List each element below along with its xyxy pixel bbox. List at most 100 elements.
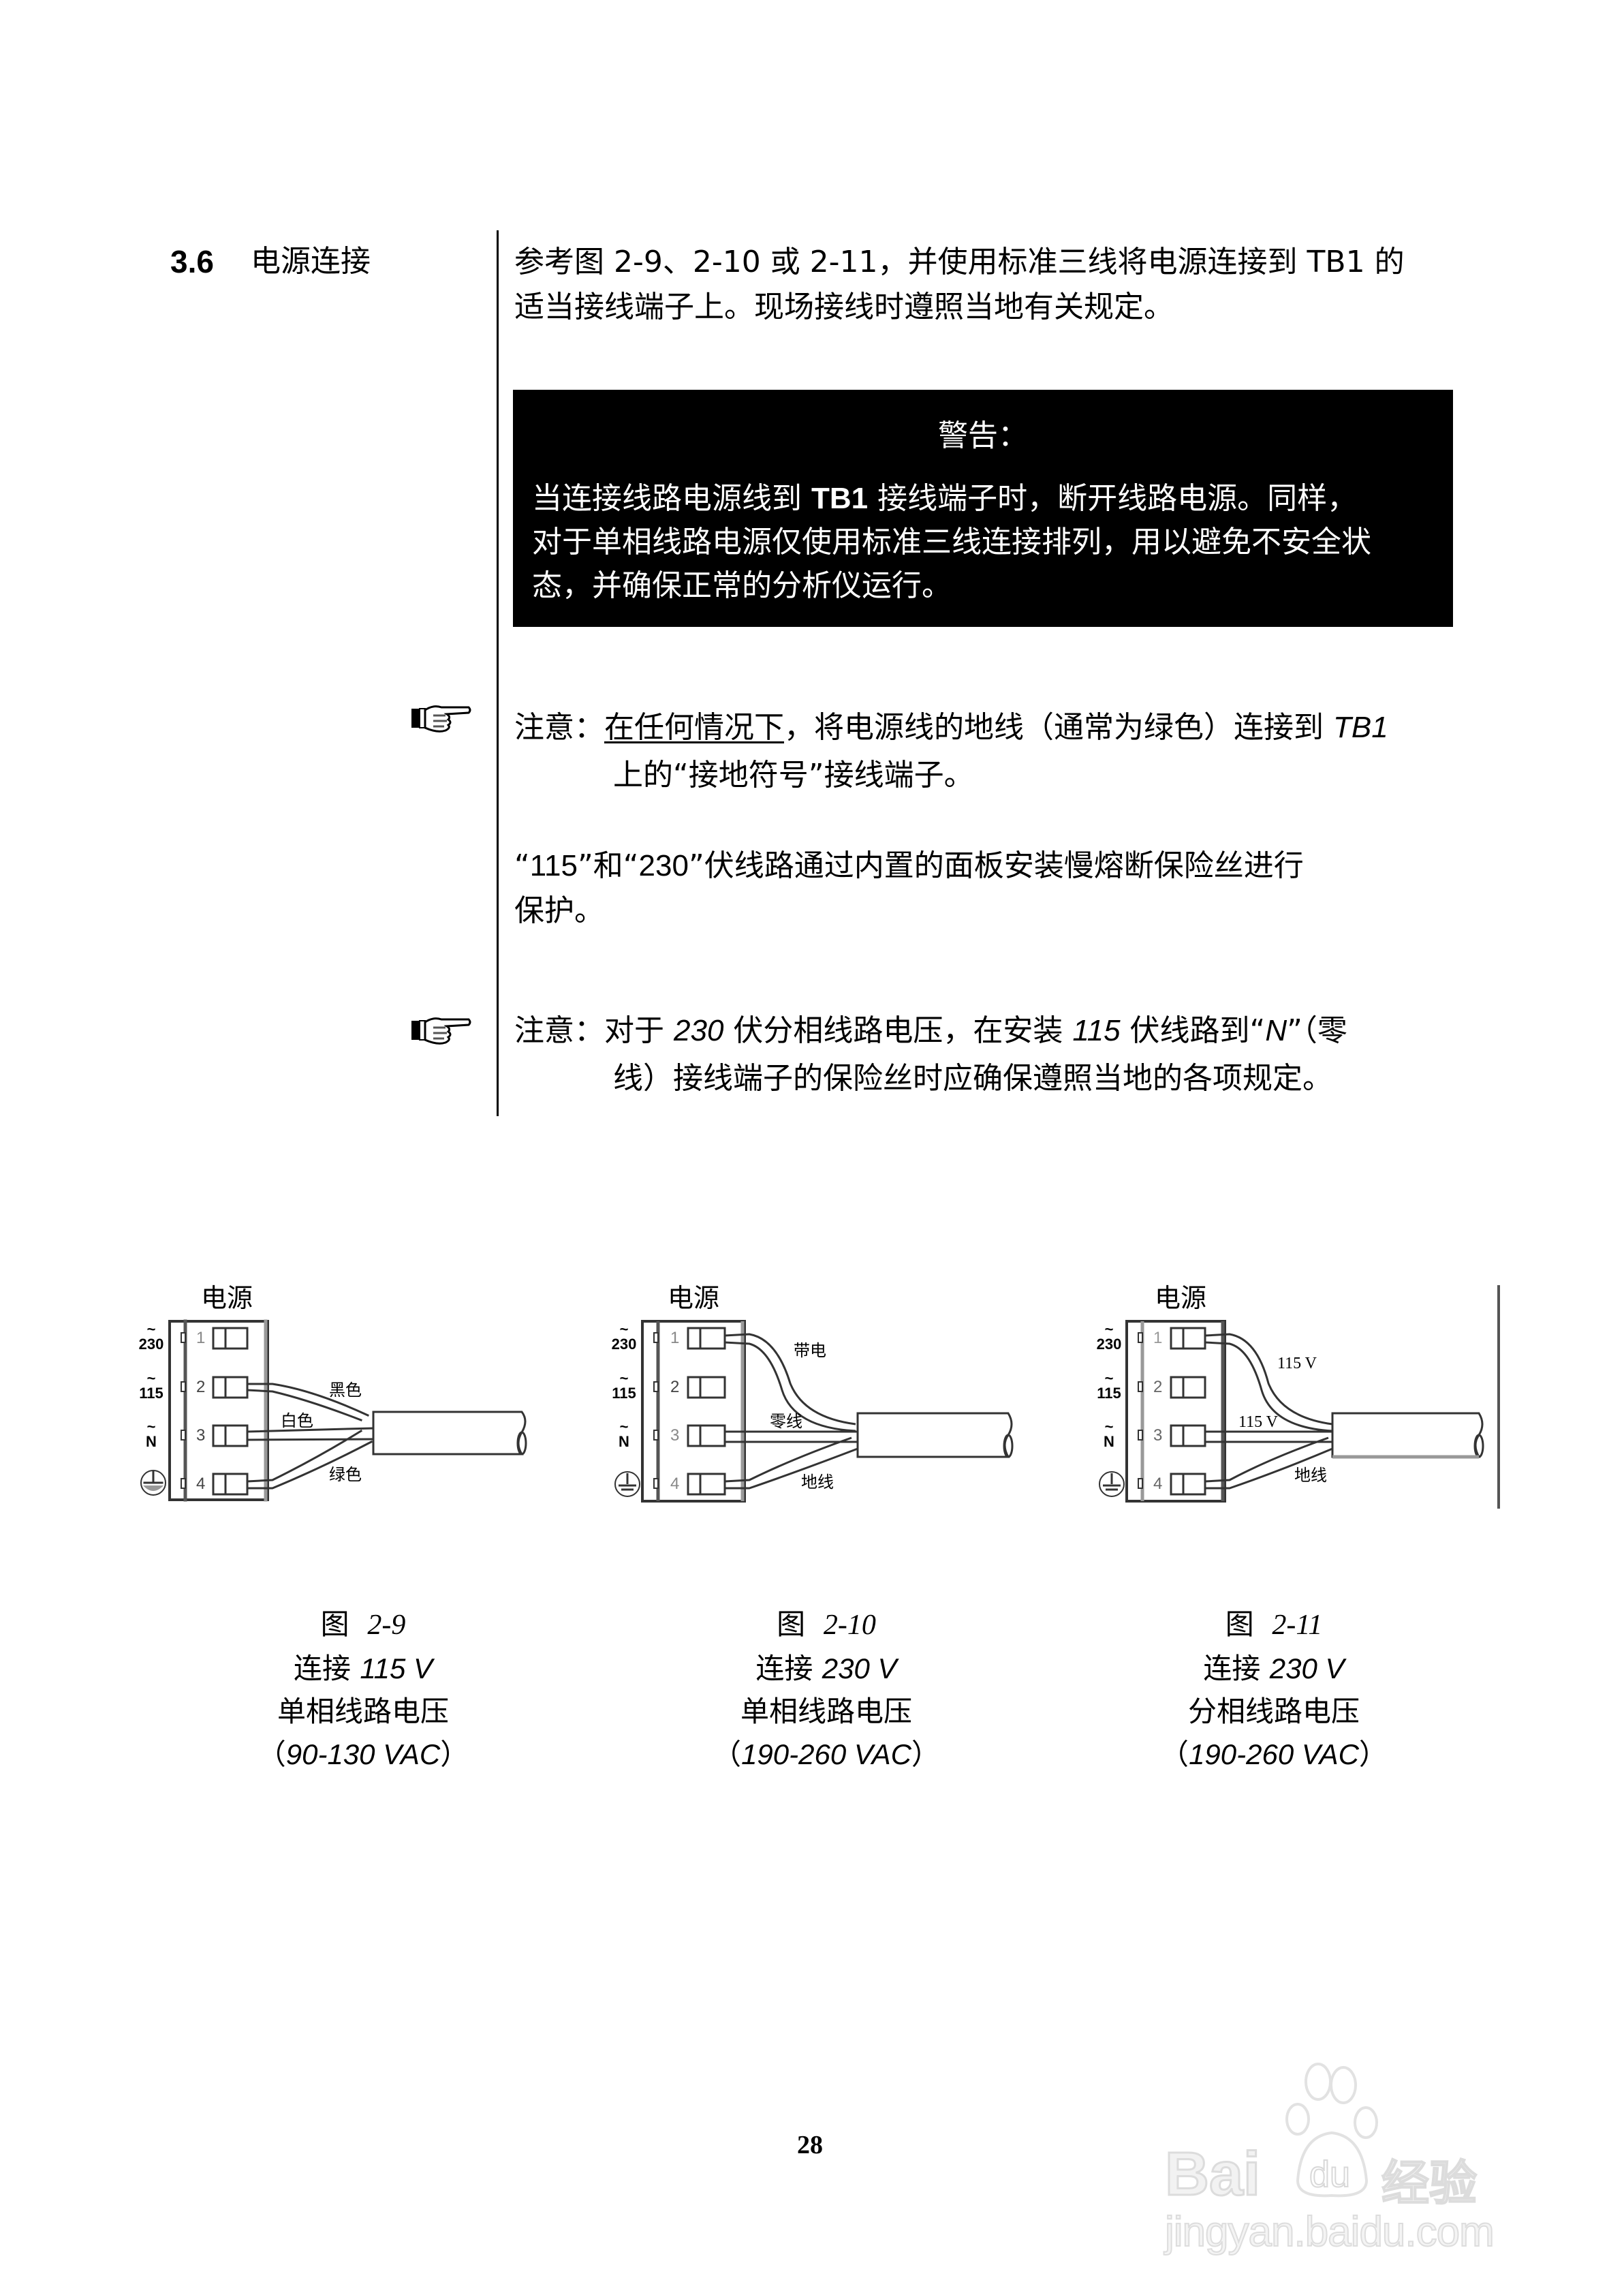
figure-number: 2-11: [1272, 1609, 1323, 1641]
caption-text: 连接: [755, 1652, 813, 1685]
paren: ）: [1358, 1738, 1388, 1771]
intro-line-2: 适当接线端子上。现场接线时遵照当地有关规定。: [514, 290, 1174, 324]
caption-voltage: 230 V: [822, 1652, 897, 1684]
wire-label-ground: 地线: [801, 1473, 834, 1492]
baidu-watermark: Bai du 经验 jingyan.baidu.com: [1164, 2044, 1533, 2269]
paren: （: [1160, 1738, 1189, 1771]
symbol-label: N: [146, 1433, 157, 1450]
caption-text: 连接: [1203, 1652, 1261, 1685]
page-number: 28: [797, 2131, 823, 2159]
note-tb1: TB1: [1333, 711, 1388, 744]
caption-range: （90-130 VAC）: [159, 1733, 567, 1776]
warning-box: 警告： 当连接线路电源线到 TB1 接线端子时，断开线路电源。同样， 对于单相线…: [513, 390, 1453, 627]
symbol-115: ~115: [1097, 1370, 1121, 1402]
wire-label-115v-lower: 115 V: [1238, 1413, 1279, 1431]
watermark-url: jingyan.baidu.com: [1164, 2208, 1495, 2256]
note-1-emphasis: 在任何情况下: [604, 710, 784, 745]
symbol-label: 115: [1097, 1385, 1121, 1402]
terminal-number: 1: [670, 1329, 680, 1347]
voltage-230: 230: [638, 849, 689, 882]
terminal-number: 3: [1153, 1426, 1163, 1445]
note-text: 伏线路到“: [1120, 1013, 1266, 1048]
symbol-230: ~230: [1096, 1321, 1122, 1353]
note-1-line-1: 注意：在任何情况下，将电源线的地线（通常为绿色）连接到 TB1: [514, 704, 1388, 752]
caption-connection: 连接 230 V: [622, 1647, 1031, 1690]
warning-line-1: 当连接线路电源线到 TB1 接线端子时，断开线路电源。同样，: [532, 477, 1445, 521]
voltage-range: 90-130 VAC: [285, 1738, 441, 1770]
note-text: ，将电源线的地线（通常为绿色）连接到: [784, 710, 1333, 745]
note-2-line-2: 线）接线端子的保险丝时应确保遵照当地的各项规定。: [613, 1061, 1332, 1096]
symbol-label: 230: [138, 1336, 164, 1353]
symbol-115: ~115: [612, 1370, 636, 1402]
warning-tb1: TB1: [811, 482, 869, 515]
margin-rule: [497, 230, 499, 1116]
fuse-paragraph: “115”和“230”伏线路通过内置的面板安装慢熔断保险丝进行 保护。: [514, 844, 1461, 934]
wire-label-115v-upper: 115 V: [1277, 1355, 1317, 1372]
caption-prefix: 图: [1225, 1607, 1254, 1641]
caption-title: 图 2-9: [159, 1603, 567, 1647]
caption-title: 图 2-10: [622, 1603, 1031, 1647]
paren: ）: [911, 1738, 940, 1771]
note-text: 对于: [604, 1013, 674, 1048]
section-number: 3.6: [170, 244, 214, 279]
intro-paragraph: 参考图 2-9、2-10 或 2-11，并使用标准三线将电源连接到 TB1 的 …: [514, 240, 1461, 330]
wiring-diagram-2-9: 电源 ~230 ~115 ~N 1 2 3 4 黑色 白色 绿色: [136, 1274, 545, 1526]
section-title: 电源连接: [251, 244, 371, 279]
voltage-115: 115: [1072, 1014, 1121, 1047]
caption-2-10: 图 2-10 连接 230 V 单相线路电压 （190-260 VAC）: [622, 1603, 1031, 1776]
warning-title: 警告：: [938, 418, 1028, 453]
caption-prefix: 图: [777, 1607, 806, 1641]
wire-label-ground: 地线: [1294, 1466, 1327, 1485]
voltage-115: 115: [529, 849, 578, 882]
watermark-du: du: [1309, 2153, 1351, 2196]
note-text: 伏分相线路电压，在安装: [723, 1013, 1073, 1048]
terminal-number: 1: [1153, 1329, 1163, 1347]
terminal-number: 2: [196, 1378, 206, 1396]
warning-line-2: 对于单相线路电源仅使用标准三线连接排列，用以避免不安全状: [532, 525, 1371, 559]
paren: （: [713, 1738, 742, 1771]
pointing-hand-icon: [410, 702, 473, 737]
fuse-line-1: “115”和“230”伏线路通过内置的面板安装慢熔断保险丝进行: [514, 844, 1461, 889]
paw-icon: [1285, 2063, 1378, 2198]
terminal-number: 3: [670, 1426, 680, 1445]
diagram-header: 电源: [668, 1283, 720, 1313]
terminal-number: 2: [670, 1378, 680, 1396]
terminal-number: 4: [670, 1475, 680, 1493]
warning-text: 当连接线路电源线到: [532, 481, 811, 516]
caption-range: （190-260 VAC）: [1069, 1733, 1478, 1776]
diagram-border-line: [1497, 1285, 1500, 1509]
symbol-label: 230: [611, 1336, 637, 1353]
wire-label-black: 黑色: [329, 1381, 362, 1400]
warning-text: 接线端子时，断开线路电源。同样，: [868, 481, 1358, 516]
wire-label-neutral: 零线: [770, 1412, 802, 1431]
caption-connection: 连接 115 V: [159, 1647, 567, 1690]
caption-2-9: 图 2-9 连接 115 V 单相线路电压 （90-130 VAC）: [159, 1603, 567, 1776]
symbol-label: 115: [139, 1385, 163, 1402]
caption-line-type: 分相线路电压: [1187, 1695, 1360, 1728]
watermark-brand: Bai: [1164, 2140, 1261, 2210]
diagram-header: 电源: [201, 1283, 253, 1313]
intro-line-1: 参考图 2-9、2-10 或 2-11，并使用标准三线将电源连接到 TB1 的: [514, 245, 1405, 279]
wiring-diagram-2-10: 电源 ~230 ~115 ~N 1 2 3 4 带电 零线 地线: [599, 1274, 1035, 1526]
terminal-number: 3: [196, 1426, 206, 1445]
terminal-number: 4: [1153, 1475, 1163, 1493]
note-1-line-2: 上的“接地符号”接线端子。: [613, 758, 974, 792]
symbol-230: ~230: [138, 1321, 164, 1353]
note-2-line-1: 注意：对于 230 伏分相线路电压，在安装 115 伏线路到“N”（零: [514, 1007, 1347, 1055]
symbol-label: N: [1104, 1433, 1114, 1450]
caption-text: 连接: [293, 1652, 351, 1685]
pointing-hand-icon: [410, 1014, 473, 1049]
symbol-n: ~N: [1104, 1418, 1114, 1450]
caption-voltage: 115 V: [360, 1652, 433, 1684]
neutral-n: N: [1265, 1014, 1287, 1047]
note-label: 注意：: [514, 710, 604, 745]
paren: （: [257, 1738, 286, 1771]
caption-connection: 连接 230 V: [1069, 1647, 1478, 1690]
terminal-number: 2: [1153, 1378, 1163, 1396]
caption-title: 图 2-11: [1069, 1603, 1478, 1647]
note-2: 注意：对于 230 伏分相线路电压，在安装 115 伏线路到“N”（零 线）接线…: [514, 1007, 1347, 1103]
caption-line-type: 单相线路电压: [277, 1695, 449, 1728]
wire-label-white: 白色: [281, 1411, 313, 1430]
caption-prefix: 图: [320, 1607, 349, 1641]
paren: ）: [440, 1738, 469, 1771]
